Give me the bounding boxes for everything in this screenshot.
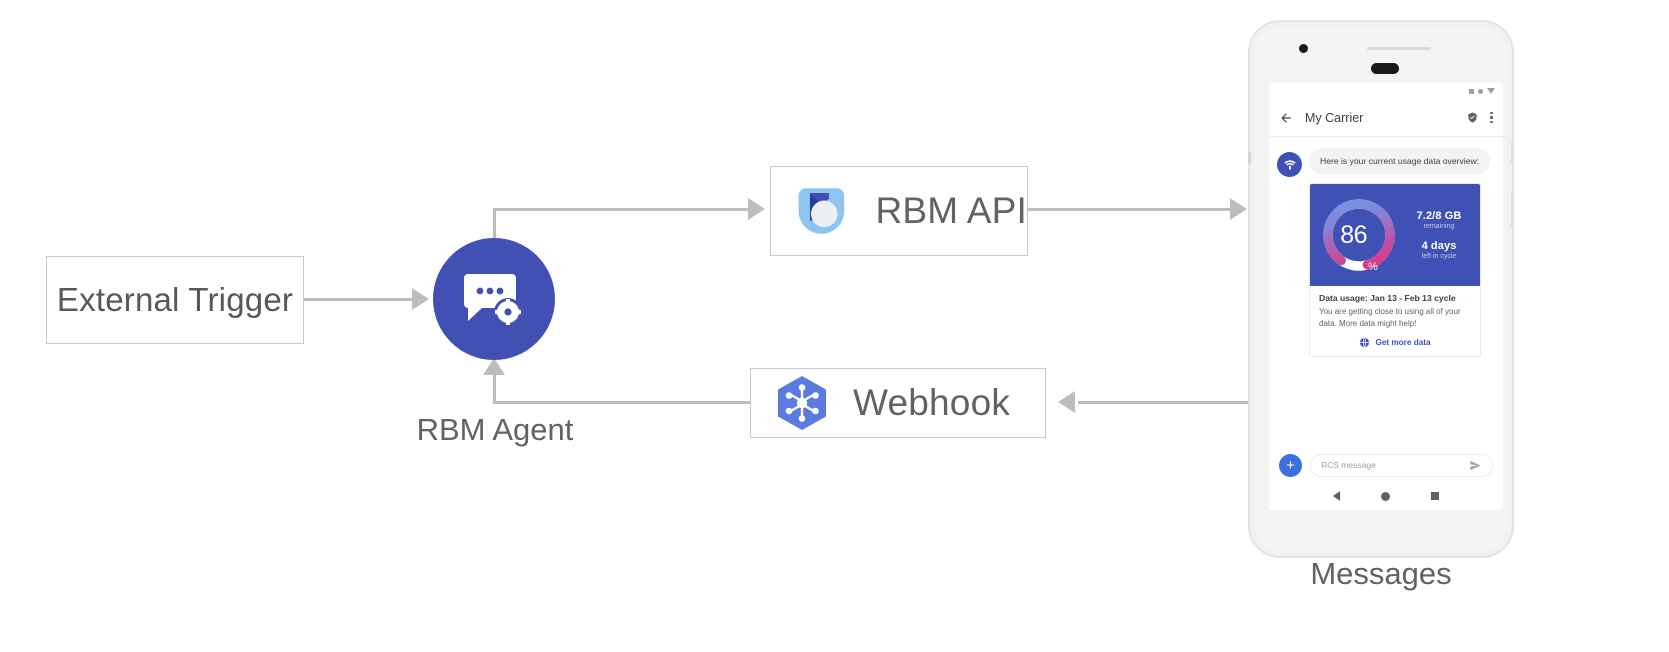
rich-card[interactable]: 86 % 7.2/8 GB remaining 4 days lef — [1309, 183, 1481, 358]
card-title: Data usage: Jan 13 - Feb 13 cycle — [1319, 293, 1456, 303]
phone-body: My Carrier Here is your curr — [1255, 27, 1507, 551]
connector-trigger-to-agent — [304, 298, 414, 301]
hero-stats: 7.2/8 GB remaining 4 days left in cycle — [1402, 210, 1480, 260]
battery-triangle-icon — [1487, 88, 1495, 94]
front-camera-icon — [1299, 44, 1308, 53]
wifi-dot-icon — [1478, 88, 1483, 94]
stat-data-remaining-value: 7.2/8 GB — [1416, 210, 1462, 222]
connector-phone-to-webhook — [1078, 401, 1260, 404]
arrow-api-to-phone — [1230, 198, 1247, 220]
phone-power-button — [1511, 142, 1514, 164]
phone-side-button-left — [1248, 152, 1251, 164]
rbm-agent-label: RBM Agent — [416, 412, 574, 447]
webhook-hexagon-icon — [778, 376, 826, 430]
nav-back-icon[interactable] — [1333, 491, 1341, 501]
external-trigger-label: External Trigger — [56, 281, 294, 318]
webhook-label: Webhook — [853, 382, 1011, 423]
node-rbm-api[interactable]: RBM API — [770, 166, 1028, 256]
message-composer: + RCS message — [1269, 448, 1503, 482]
rbm-api-label: RBM API — [875, 190, 1027, 231]
arrow-trigger-to-agent — [412, 288, 429, 310]
node-external-trigger[interactable]: External Trigger — [46, 256, 304, 344]
incoming-message-bubble: Here is your current usage data overview… — [1309, 148, 1491, 175]
phone-screen: My Carrier Here is your curr — [1269, 83, 1503, 510]
connector-api-to-phone — [1028, 208, 1238, 211]
send-icon[interactable] — [1469, 459, 1482, 472]
stat-days-left: 4 days left in cycle — [1402, 240, 1476, 260]
message-row: Here is your current usage data overview… — [1277, 148, 1495, 177]
card-hero: 86 % 7.2/8 GB remaining 4 days lef — [1310, 184, 1480, 286]
stat-data-remaining: 7.2/8 GB remaining — [1402, 210, 1476, 230]
phone-volume-button — [1511, 192, 1514, 228]
globe-icon — [1360, 337, 1370, 348]
arrow-phone-to-webhook — [1058, 391, 1075, 413]
card-body: Data usage: Jan 13 - Feb 13 cycle You ar… — [1310, 286, 1480, 356]
plus-icon[interactable]: + — [1279, 453, 1302, 477]
phone-device: My Carrier Here is your curr — [1248, 22, 1514, 556]
verified-shield-icon — [1467, 112, 1478, 123]
signal-square-icon — [1469, 88, 1474, 94]
status-bar — [1269, 83, 1503, 99]
stat-data-remaining-label: remaining — [1423, 223, 1455, 230]
nav-home-icon[interactable] — [1380, 491, 1390, 501]
phone-earpiece-slot — [1367, 47, 1431, 50]
rbm-api-logo-icon — [798, 188, 845, 234]
rcs-message-placeholder: RCS message — [1321, 460, 1376, 470]
connector-webhook-to-agent — [493, 401, 751, 404]
nav-recents-icon[interactable] — [1430, 492, 1439, 500]
gauge-percent-sign: % — [1368, 261, 1378, 273]
connector-agent-up-from-webhook — [493, 366, 496, 402]
gauge-percent-value: 86 — [1340, 220, 1368, 249]
android-nav-bar — [1269, 482, 1503, 510]
app-bar: My Carrier — [1269, 99, 1503, 137]
gauge-value: 86 % — [1316, 192, 1402, 278]
card-description: You are getting close to using all of yo… — [1319, 307, 1461, 328]
stat-days-left-value: 4 days — [1421, 240, 1457, 252]
conversation-area: Here is your current usage data overview… — [1269, 138, 1503, 448]
arrow-agent-to-api — [748, 198, 765, 220]
back-arrow-icon[interactable] — [1279, 111, 1293, 125]
node-webhook[interactable]: Webhook — [750, 368, 1046, 438]
get-more-data-label: Get more data — [1375, 338, 1431, 348]
get-more-data-button[interactable]: Get more data — [1319, 337, 1471, 348]
phone-speaker-icon — [1371, 63, 1399, 74]
app-bar-title: My Carrier — [1305, 110, 1364, 125]
gauge-ring-icon — [1323, 199, 1395, 271]
connector-agent-up — [493, 208, 496, 254]
rcs-message-input[interactable]: RCS message — [1310, 453, 1493, 477]
overflow-menu-icon[interactable] — [1490, 111, 1493, 124]
connector-agent-to-api — [493, 208, 751, 211]
arrow-webhook-to-agent — [483, 358, 505, 375]
stat-days-left-label: left in cycle — [1421, 253, 1457, 260]
data-usage-gauge: 86 % — [1316, 192, 1402, 278]
chat-bubble-gear-icon — [464, 274, 522, 326]
wifi-agent-avatar-icon — [1277, 152, 1302, 177]
phone-device-label: Messages — [1310, 556, 1452, 591]
node-rbm-agent[interactable] — [433, 238, 555, 360]
